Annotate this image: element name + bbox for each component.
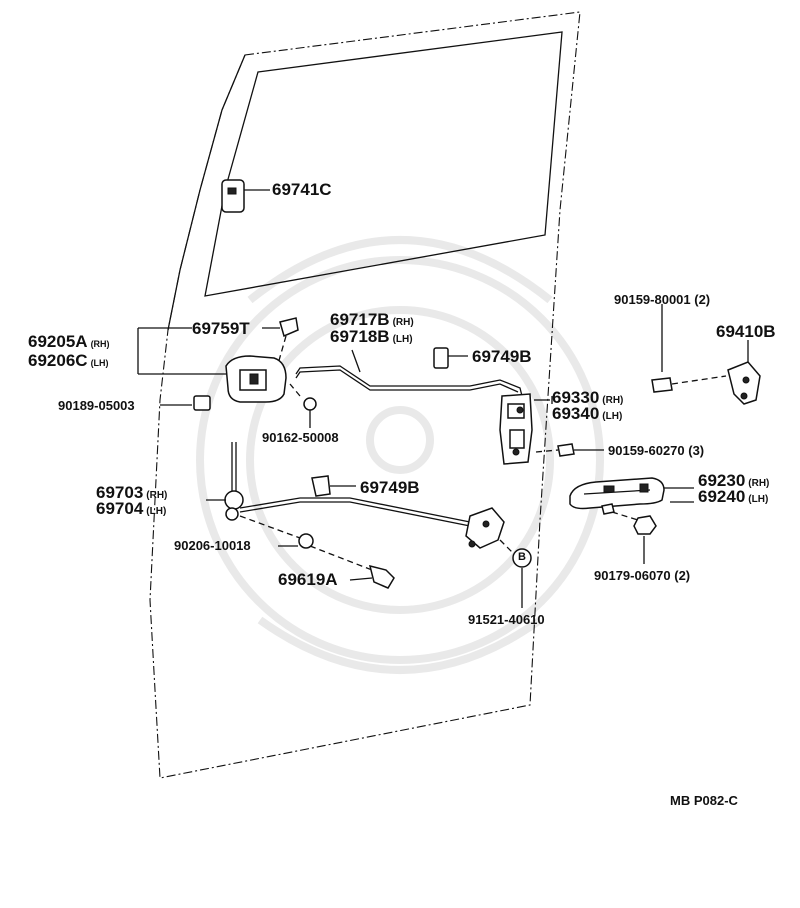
label-91521: 91521-40610 [468,612,545,627]
label-69703-suffix: (RH) [146,490,168,501]
label-90159-60270: 90159-60270 (3) [608,443,705,458]
label-69230-code: 69230 [698,471,746,490]
label-69718b: 69718B(LH) [330,328,413,345]
outside-handle-part [569,477,694,521]
lower-lock-rod [206,442,471,527]
label-69749b-lower: 69749B [360,478,420,497]
label-69240: 69240(LH) [698,488,768,505]
label-69240-code: 69240 [698,487,746,506]
clamp-part-69749b-lower [311,475,356,497]
label-90162: 90162-50008 [262,430,339,445]
label-69704-code: 69704 [96,499,144,518]
clip-part-69759t [262,317,299,365]
label-69704: 69704(LH) [96,500,166,517]
label-69206c-suffix: (LH) [90,358,109,368]
label-69717b-code: 69717B [330,310,390,329]
label-69330-suffix: (RH) [602,395,624,406]
label-69619a: 69619A [278,570,338,589]
label-69240-suffix: (LH) [748,494,769,505]
label-69717b-suffix: (RH) [392,317,414,328]
label-69330-code: 69330 [552,388,600,407]
label-69205a: 69205A(RH) [28,333,110,350]
screw-part-90162 [289,383,317,428]
label-69206c: 69206C(LH) [28,352,109,369]
label-90189: 90189-05003 [58,398,135,413]
label-69703-code: 69703 [96,483,144,502]
label-69340-code: 69340 [552,404,600,423]
label-69704-suffix: (LH) [146,506,167,517]
label-90179: 90179-06070 (2) [594,568,691,583]
nut-part-90179 [633,515,657,564]
clip-part-90189 [160,395,211,411]
label-69759t: 69759T [192,319,250,338]
leader-lines [551,396,694,503]
label-69206c-code: 69206C [28,351,88,370]
screw-part-90159-60270 [535,443,604,457]
marker-b-letter: B [518,551,526,563]
label-69205a-code: 69205A [28,332,88,351]
screw-part-90159-80001 [651,304,727,393]
label-69703: 69703(RH) [96,484,167,501]
label-69741c: 69741C [272,180,332,199]
label-69330: 69330(RH) [552,389,623,406]
label-69749b-upper: 69749B [472,347,532,366]
clamp-part-69749b-upper [433,347,468,369]
bushing-and-pin-guides [239,515,395,589]
reference-b-marker [512,548,532,608]
label-69340: 69340(LH) [552,405,622,422]
label-90206: 90206-10018 [174,538,251,553]
label-69205a-suffix: (RH) [90,339,110,349]
label-69230-suffix: (RH) [748,478,770,489]
remote-control-linkage [465,507,517,557]
door-outline [149,11,581,779]
label-90159-80001: 90159-80001 (2) [614,292,711,307]
inside-handle-part [225,355,287,403]
label-69717b: 69717B(RH) [330,311,414,328]
label-69340-suffix: (LH) [602,411,623,422]
door-lock-assembly [499,393,550,465]
upper-control-rod [295,349,523,397]
label-69718b-code: 69718B [330,327,390,346]
bumper-part-69741c [221,179,270,213]
label-69410b: 69410B [716,322,776,341]
striker-part-69410b [727,340,761,405]
label-69718b-suffix: (LH) [392,334,413,345]
label-69230: 69230(RH) [698,472,769,489]
inside-handle-bracket-lines [137,327,226,375]
reference-code: MB P082-C [670,793,738,808]
watermark-emblem [196,236,604,674]
